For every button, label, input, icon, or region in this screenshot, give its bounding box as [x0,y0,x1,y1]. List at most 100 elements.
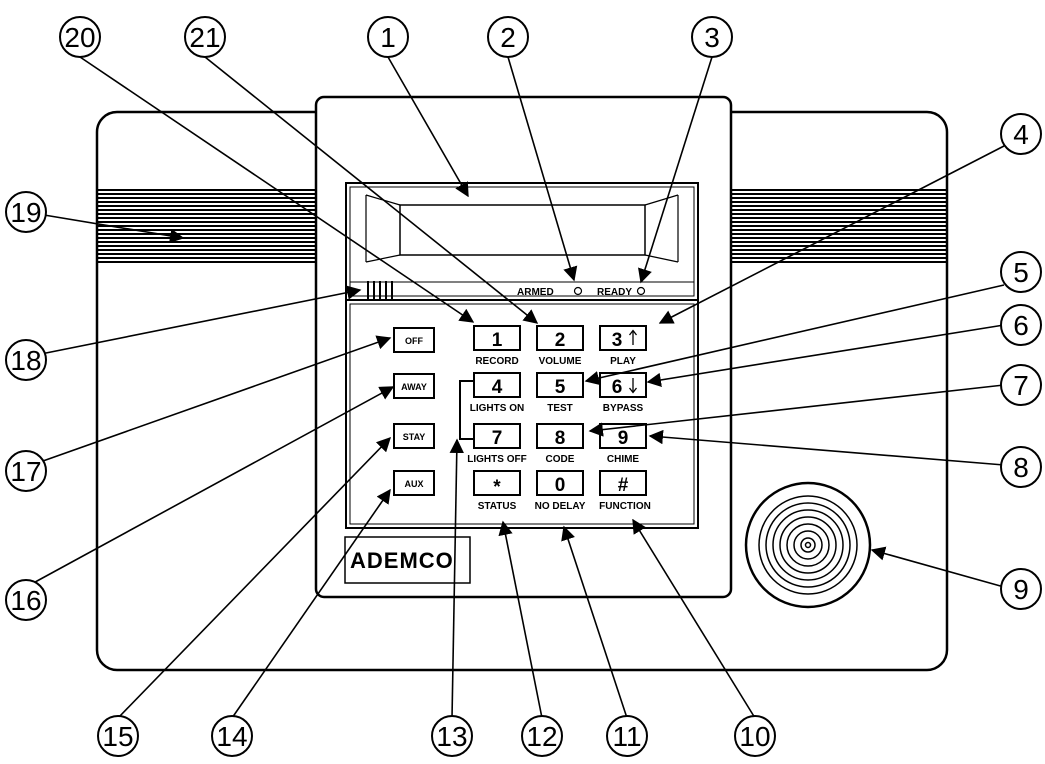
callout-19: 19 [5,191,47,233]
key-1-sub: RECORD [475,356,518,367]
key-2-digit: 2 [555,330,566,351]
function-key-away[interactable]: AWAY [393,373,435,399]
callout-16-number: 16 [10,585,41,616]
key-6[interactable]: 6 BYPASS [599,372,647,414]
key-7[interactable]: 7 LIGHTS OFF [467,423,527,465]
leader-18 [25,285,362,358]
key-0-sub: NO DELAY [535,501,586,512]
lcd-screen [399,204,646,256]
leader-4 [658,145,1005,324]
function-key-stay[interactable]: STAY [393,423,435,449]
key-7-digit: 7 [492,428,503,449]
callout-12: 12 [521,715,563,757]
leader-16 [25,386,395,588]
brand-logo: ADEMCO [350,548,454,573]
function-key-off-label: OFF [405,336,423,346]
key-6-digit: 6 [612,377,623,398]
leader-11 [561,525,628,719]
callout-8: 8 [1000,446,1042,488]
leader-9 [870,546,1005,588]
display-bezel-inner [349,186,695,297]
callout-1-number: 1 [380,22,396,53]
key-9-digit: 9 [618,428,629,449]
key-hash-symbol: # [618,475,629,496]
callout-4: 4 [1000,113,1042,155]
callout-21: 21 [184,16,226,58]
leader-10 [632,518,756,719]
key-0[interactable]: 0 NO DELAY [535,470,586,512]
callout-17: 17 [5,450,47,492]
callout-7: 7 [1000,364,1042,406]
callout-20-number: 20 [64,22,95,53]
callout-19-number: 19 [10,197,41,228]
keypad-bezel [345,299,699,529]
function-key-stay-label: STAY [403,432,426,442]
function-key-aux-label: AUX [404,479,423,489]
down-arrow-icon [628,378,638,394]
key-star-symbol: * [493,477,501,498]
callout-11-number: 11 [612,721,641,752]
key-1[interactable]: 1 RECORD [473,325,521,367]
key-6-sub: BYPASS [603,403,644,414]
key-hash[interactable]: # FUNCTION [599,470,651,512]
callout-10-number: 10 [739,721,770,752]
front-panel [314,95,733,599]
leader-12 [498,520,543,719]
key-3[interactable]: 3 PLAY [599,325,647,367]
leader-20 [79,56,475,323]
callout-11: 11 [606,715,648,757]
callout-6: 6 [1000,304,1042,346]
callout-18: 18 [5,339,47,381]
key-4[interactable]: 4 LIGHTS ON [470,372,524,414]
ready-led [636,286,646,296]
leader-8 [648,429,1005,466]
function-key-off[interactable]: OFF [393,327,435,353]
callout-9-number: 9 [1013,574,1029,605]
key-3-digit: 3 [612,330,623,351]
microphone-slots [367,281,393,300]
callout-1: 1 [367,16,409,58]
leader-3 [638,56,713,284]
key-star[interactable]: * STATUS [473,470,521,512]
key-3-sub: PLAY [610,356,636,367]
callout-3-number: 3 [704,22,720,53]
callout-7-number: 7 [1013,370,1029,401]
speaker [744,481,872,609]
key-7-sub: LIGHTS OFF [467,454,526,465]
callout-2-number: 2 [500,22,516,53]
right-grille [731,189,946,263]
key-8[interactable]: 8 CODE [536,423,584,465]
ready-led-label: READY [597,287,632,298]
key-hash-sub: FUNCTION [599,501,651,512]
key-2-sub: VOLUME [539,356,582,367]
key-1-digit: 1 [492,330,503,351]
key-8-digit: 8 [555,428,566,449]
leader-5 [584,284,1005,386]
callout-13-number: 13 [436,721,467,752]
callout-13: 13 [431,715,473,757]
leader-15 [117,436,392,719]
key-5[interactable]: 5 TEST [536,372,584,414]
callout-18-number: 18 [10,345,41,376]
key-2[interactable]: 2 VOLUME [536,325,584,367]
left-grille [98,189,316,263]
leader-6 [646,324,1005,388]
key-star-sub: STATUS [478,501,517,512]
callout-5-number: 5 [1013,257,1029,288]
callout-16: 16 [5,579,47,621]
callout-3: 3 [691,16,733,58]
key-9[interactable]: 9 CHIME [599,423,647,465]
key-0-digit: 0 [555,475,566,496]
callout-8-number: 8 [1013,452,1029,483]
callout-17-number: 17 [10,456,41,487]
callout-15-number: 15 [102,721,133,752]
leader-19 [25,211,185,243]
callout-12-number: 12 [526,721,557,752]
key-5-digit: 5 [555,377,566,398]
callout-10: 10 [734,715,776,757]
key-5-sub: TEST [547,403,573,414]
leader-14 [231,488,391,719]
function-key-aux[interactable]: AUX [393,470,435,496]
